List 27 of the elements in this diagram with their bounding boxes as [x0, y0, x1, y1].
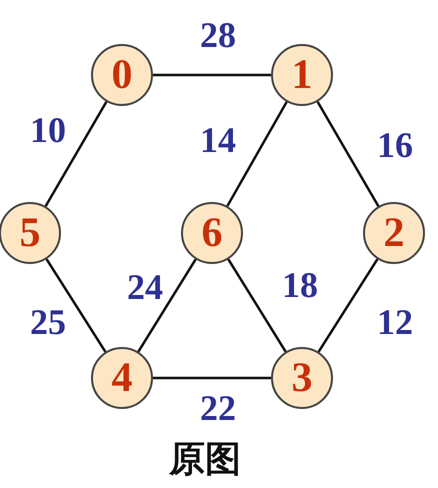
edge-weight: 24	[127, 269, 163, 305]
connector-line	[44, 101, 108, 207]
connector-line	[318, 258, 378, 352]
vertex-number: 3	[292, 354, 312, 402]
edge-weight: 10	[30, 112, 66, 148]
connector-line	[137, 258, 197, 352]
vertex-number: 6	[202, 209, 222, 257]
connector-line	[153, 74, 271, 76]
connector-line	[46, 258, 106, 352]
vertex-number: 0	[112, 51, 132, 99]
edge-weight: 14	[200, 122, 236, 158]
vertex-number: 5	[20, 209, 40, 257]
connector-line	[227, 258, 287, 352]
connector-line	[226, 101, 288, 207]
edge-weight: 18	[282, 267, 318, 303]
connector-line	[316, 101, 380, 207]
caption: 原图	[169, 440, 241, 480]
vertex-circle	[0, 202, 61, 264]
edge-weight: 28	[200, 17, 236, 53]
vertex-number: 4	[112, 354, 132, 402]
connector-line	[153, 376, 271, 380]
vertex-number: 2	[384, 209, 404, 257]
vertex-number: 1	[292, 51, 312, 99]
edge-weight: 16	[377, 127, 413, 163]
edge-weight: 25	[30, 304, 66, 340]
edge-weight: 22	[200, 390, 236, 426]
edge-weight: 12	[377, 304, 413, 340]
